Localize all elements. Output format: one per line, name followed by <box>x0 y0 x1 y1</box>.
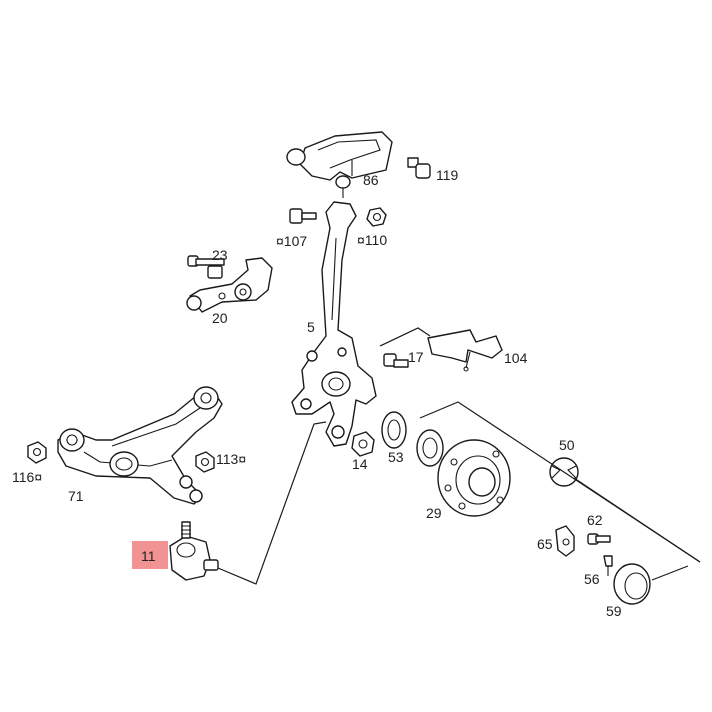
part-56-pin[interactable] <box>603 555 613 576</box>
part-14-nut[interactable] <box>351 431 375 457</box>
part-20-steering-arm[interactable] <box>186 257 273 313</box>
label-11: 11 <box>141 548 156 564</box>
part-17-bolt[interactable] <box>383 353 409 368</box>
part-113-nut[interactable] <box>195 451 215 473</box>
label-119: 119 <box>436 167 459 183</box>
part-23-bolt[interactable] <box>187 255 225 279</box>
wheel-bearing <box>416 429 444 467</box>
label-50: 50 <box>559 437 575 453</box>
label-5: 5 <box>307 319 315 335</box>
part-11-ball-joint[interactable] <box>169 521 219 581</box>
part-110-nut[interactable] <box>366 207 387 227</box>
label-113: 113¤ <box>216 451 246 467</box>
label-53: 53 <box>388 449 404 465</box>
part-119-bolt[interactable] <box>407 157 431 179</box>
label-56: 56 <box>584 571 600 587</box>
part-53-seal-ring[interactable] <box>381 411 407 449</box>
label-14: 14 <box>352 456 368 472</box>
part-65-clamp-nut[interactable] <box>555 525 575 557</box>
label-20: 20 <box>212 310 228 326</box>
label-59: 59 <box>606 603 622 619</box>
label-104: 104 <box>504 350 528 366</box>
highlight-box-11 <box>132 541 168 569</box>
part-71-lower-control-arm[interactable] <box>57 386 223 505</box>
part-116-nut[interactable] <box>27 441 47 464</box>
label-107: ¤107 <box>276 233 307 249</box>
label-23: 23 <box>212 247 228 263</box>
part-104-bracket[interactable] <box>379 327 503 372</box>
part-29-wheel-hub[interactable] <box>437 439 511 517</box>
part-5-steering-knuckle[interactable] <box>291 201 377 447</box>
part-59-dust-cap[interactable] <box>613 563 651 605</box>
label-62: 62 <box>587 512 603 528</box>
leader-lines <box>217 401 701 585</box>
label-17: 17 <box>408 349 424 365</box>
part-86-upper-bracket[interactable] <box>286 131 393 198</box>
label-116: 116¤ <box>12 469 42 485</box>
label-71: 71 <box>68 488 84 504</box>
label-65: 65 <box>537 536 553 552</box>
part-62-bolt[interactable] <box>587 533 611 545</box>
label-29: 29 <box>426 505 442 521</box>
label-110: ¤110 <box>357 232 387 248</box>
part-107-bolt[interactable] <box>289 208 317 224</box>
label-86: 86 <box>363 172 379 188</box>
